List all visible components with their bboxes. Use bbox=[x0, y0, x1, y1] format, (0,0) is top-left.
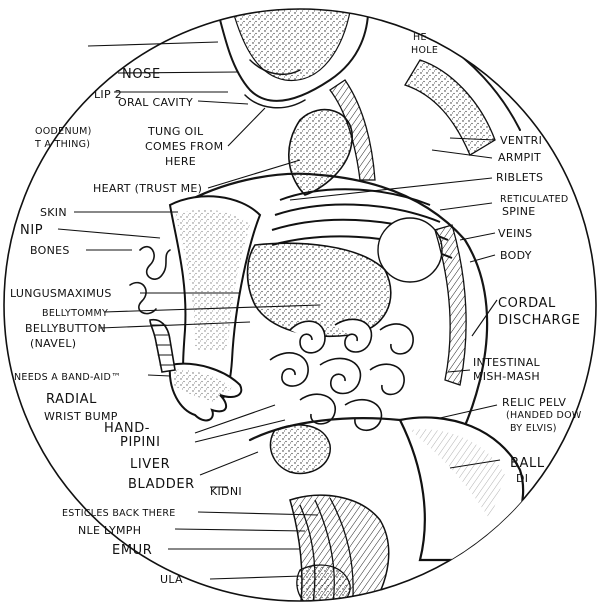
label-lymph: NLE LYMPH bbox=[78, 524, 141, 537]
label-tung-oil-3: HERE bbox=[165, 155, 196, 168]
label-intestinal: INTESTINAL bbox=[473, 356, 541, 369]
label-reticulated: RETICULATED bbox=[500, 194, 569, 205]
label-navel: (NAVEL) bbox=[30, 337, 76, 350]
label-bellytommy: BELLYTOMMY bbox=[42, 308, 108, 319]
label-bellybutton: BELLYBUTTON bbox=[25, 322, 106, 335]
label-ula: ULA bbox=[160, 573, 183, 586]
label-mish-mash: MISH-MASH bbox=[473, 370, 540, 383]
label-liver: LIVER bbox=[130, 457, 170, 472]
label-band-aid: NEEDS A BAND-AID™ bbox=[14, 372, 121, 383]
label-lungusmaximus: LUNGUSMAXIMUS bbox=[10, 287, 112, 300]
leader-lines bbox=[57, 41, 501, 580]
label-kidni: KIDNI bbox=[210, 485, 242, 498]
label-femur: EMUR bbox=[112, 543, 152, 558]
label-wrist-bump: WRIST BUMP bbox=[44, 410, 118, 423]
label-lip: LIP 2 bbox=[94, 88, 122, 101]
label-duodenum-2: T A THING) bbox=[34, 139, 90, 150]
label-testicles: ESTICLES BACK THERE bbox=[62, 508, 176, 519]
label-nip: NIP bbox=[20, 223, 43, 238]
label-pipini: PIPINI bbox=[120, 435, 161, 450]
label-tung-oil-2: COMES FROM bbox=[145, 140, 223, 153]
label-riblets: RIBLETS bbox=[496, 171, 543, 184]
label-handed-down: (HANDED DOW bbox=[506, 410, 582, 421]
label-nose: NOSE bbox=[122, 67, 161, 82]
label-tung-oil: TUNG OIL bbox=[147, 125, 204, 138]
anatomy-figure bbox=[129, 9, 525, 601]
label-hell-hole: HE bbox=[413, 32, 427, 43]
label-ball: BALL bbox=[510, 456, 545, 471]
label-discharge: DISCHARGE bbox=[498, 313, 581, 328]
label-duodenum: OODENUM) bbox=[35, 126, 92, 137]
labels: HE HOLE LIP 2 NOSE ORAL CAVITY OODENUM) … bbox=[10, 32, 582, 586]
label-by-elvis: BY ELVIS) bbox=[510, 423, 557, 434]
label-hand: HAND- bbox=[104, 421, 150, 436]
label-heart: HEART (TRUST ME) bbox=[93, 182, 202, 195]
label-skin: SKIN bbox=[40, 206, 67, 219]
label-di: DI bbox=[516, 472, 528, 485]
label-hell-hole-2: HOLE bbox=[411, 45, 438, 56]
label-veins: VEINS bbox=[498, 227, 532, 240]
label-oral-cavity: ORAL CAVITY bbox=[118, 96, 193, 109]
label-armpit: ARMPIT bbox=[498, 151, 541, 164]
label-bones: BONES bbox=[30, 244, 70, 257]
label-relic-pelv: RELIC PELV bbox=[502, 396, 566, 409]
label-ventri: VENTRI bbox=[500, 134, 542, 147]
label-body: BODY bbox=[500, 249, 532, 262]
label-cordal: CORDAL bbox=[498, 296, 556, 311]
label-bladder: BLADDER bbox=[128, 477, 195, 492]
label-radial: RADIAL bbox=[46, 392, 97, 407]
label-spine: SPINE bbox=[502, 205, 536, 218]
